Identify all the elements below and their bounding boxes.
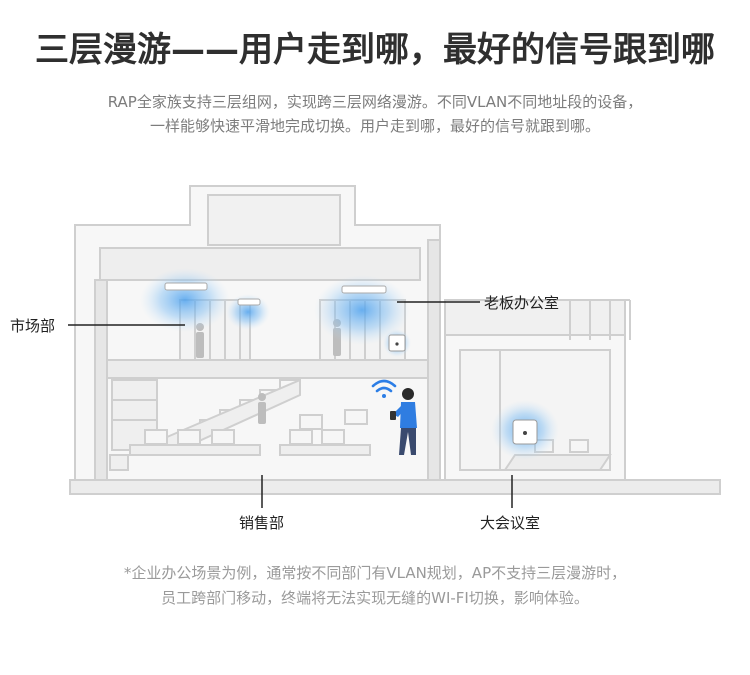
page-subtitle: RAP全家族支持三层组网，实现跨三层网络漫游。不同VLAN不同地址段的设备， 一… [0, 90, 750, 138]
callout-lines [68, 301, 513, 508]
building-structure [69, 185, 721, 495]
footnote: *企业办公场景为例，通常按不同部门有VLAN规划，AP不支持三层漫游时， 员工跨… [0, 561, 750, 611]
ap-meeting-room-glow [491, 400, 559, 460]
ap-boss-office-glow [314, 275, 410, 345]
subtitle-line-1: RAP全家族支持三层组网，实现跨三层网络漫游。不同VLAN不同地址段的设备， [107, 93, 643, 111]
ap-secondary-glow [226, 294, 270, 330]
page-title: 三层漫游——用户走到哪，最好的信号跟到哪 [35, 30, 715, 70]
callout-marketing: 市场部 [10, 317, 56, 335]
subtitle-line-2: 一样能够快速平滑地完成切换。用户走到哪，最好的信号就跟到哪。 [149, 117, 600, 135]
footnote-line-2: 员工跨部门移动，终端将无法实现无缝的WI-FI切换，影响体验。 [161, 589, 589, 607]
wifi-icon [371, 379, 397, 398]
ap-marketing-glow [140, 268, 230, 332]
person-with-phone-icon [390, 388, 417, 455]
callout-meeting-room: 大会议室 [480, 514, 541, 532]
callout-boss-office: 老板办公室 [484, 294, 560, 312]
ap-wall-panel-upper [383, 329, 411, 357]
callout-sales: 销售部 [239, 514, 285, 532]
footnote-line-1: *企业办公场景为例，通常按不同部门有VLAN规划，AP不支持三层漫游时， [123, 564, 627, 582]
